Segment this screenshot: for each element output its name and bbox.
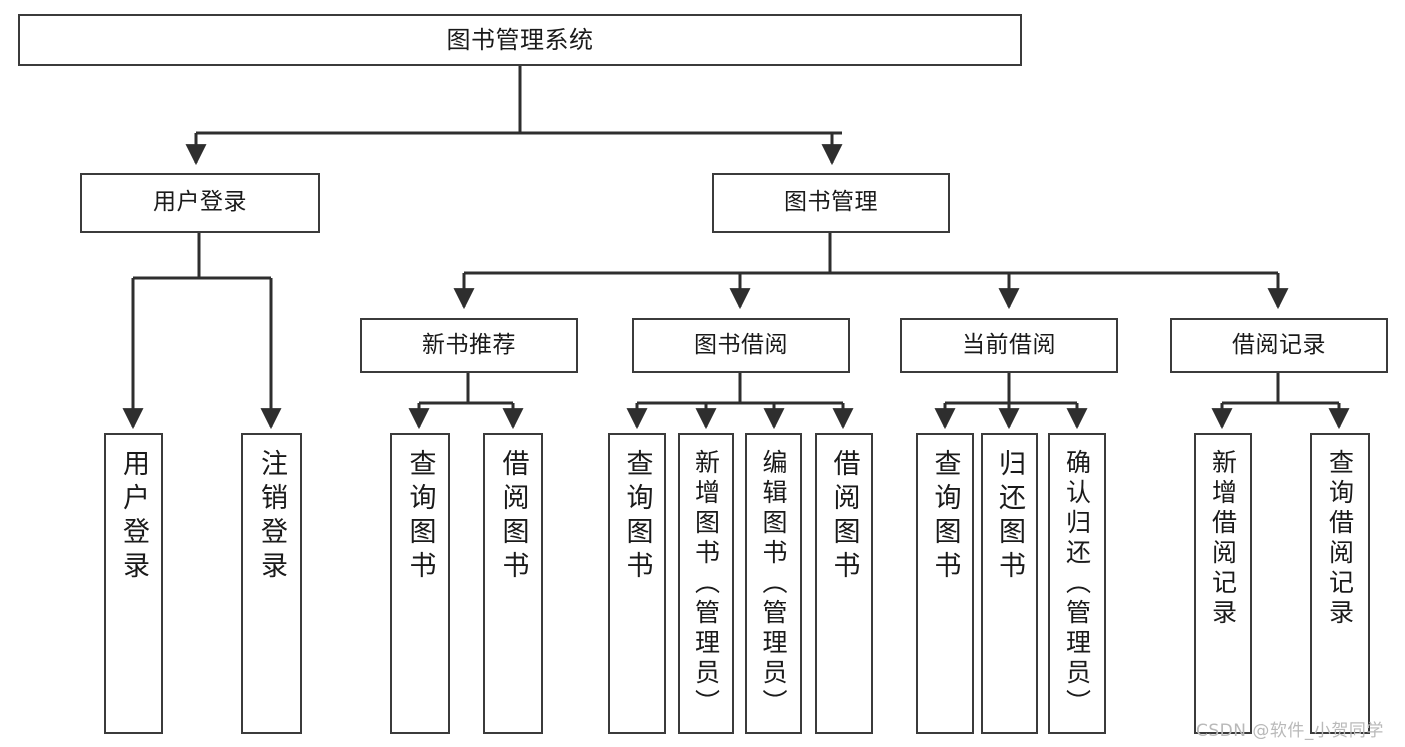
node-label: 归还图书 (994, 449, 1025, 585)
node-label: 新书推荐 (422, 331, 516, 358)
node-label: 图书借阅 (694, 331, 788, 358)
node-book-management[interactable]: 图书管理 (712, 173, 950, 233)
leaf-borrow-query-book[interactable]: 查询图书 (608, 433, 666, 734)
leaf-current-return-book[interactable]: 归还图书 (981, 433, 1038, 734)
node-label: 查询图书 (404, 449, 436, 585)
leaf-user-login-logout[interactable]: 注销登录 (241, 433, 302, 734)
node-user-login[interactable]: 用户登录 (80, 173, 320, 233)
node-label: 用户登录 (153, 189, 247, 216)
leaf-recommend-query-book[interactable]: 查询图书 (390, 433, 450, 734)
node-borrow-record[interactable]: 借阅记录 (1170, 318, 1388, 373)
node-book-borrow[interactable]: 图书借阅 (632, 318, 850, 373)
leaf-current-query-book[interactable]: 查询图书 (916, 433, 974, 734)
node-label: 图书管理 (784, 189, 878, 216)
node-label: 新增图书（管理员） (691, 449, 721, 719)
node-label: 借阅记录 (1232, 331, 1326, 358)
leaf-record-add-borrow-record[interactable]: 新增借阅记录 (1194, 433, 1252, 734)
node-label: 当前借阅 (962, 331, 1056, 358)
leaf-recommend-borrow-book[interactable]: 借阅图书 (483, 433, 543, 734)
leaf-borrow-borrow-book[interactable]: 借阅图书 (815, 433, 873, 734)
leaf-current-confirm-return-admin[interactable]: 确认归还（管理员） (1048, 433, 1106, 734)
csdn-watermark: CSDN @软件_小贺同学 (1196, 721, 1384, 741)
leaf-borrow-add-book-admin[interactable]: 新增图书（管理员） (678, 433, 734, 734)
node-label: 编辑图书（管理员） (759, 449, 788, 719)
node-label: 借阅图书 (497, 449, 529, 585)
node-label: 注销登录 (256, 449, 287, 585)
node-label: 查询借阅记录 (1325, 449, 1355, 629)
node-new-book-recommend[interactable]: 新书推荐 (360, 318, 578, 373)
node-label: 借阅图书 (828, 449, 860, 585)
node-label: 用户登录 (118, 449, 149, 585)
node-root-book-management-system[interactable]: 图书管理系统 (18, 14, 1022, 66)
node-label: 新增借阅记录 (1208, 449, 1238, 629)
node-label: 确认归还（管理员） (1062, 449, 1092, 719)
node-label: 图书管理系统 (446, 25, 594, 54)
node-label: 查询图书 (621, 449, 653, 585)
node-label: 查询图书 (929, 449, 961, 585)
leaf-borrow-edit-book-admin[interactable]: 编辑图书（管理员） (745, 433, 802, 734)
node-current-borrow[interactable]: 当前借阅 (900, 318, 1118, 373)
leaf-record-query-borrow-record[interactable]: 查询借阅记录 (1310, 433, 1370, 734)
leaf-user-login-login[interactable]: 用户登录 (104, 433, 163, 734)
